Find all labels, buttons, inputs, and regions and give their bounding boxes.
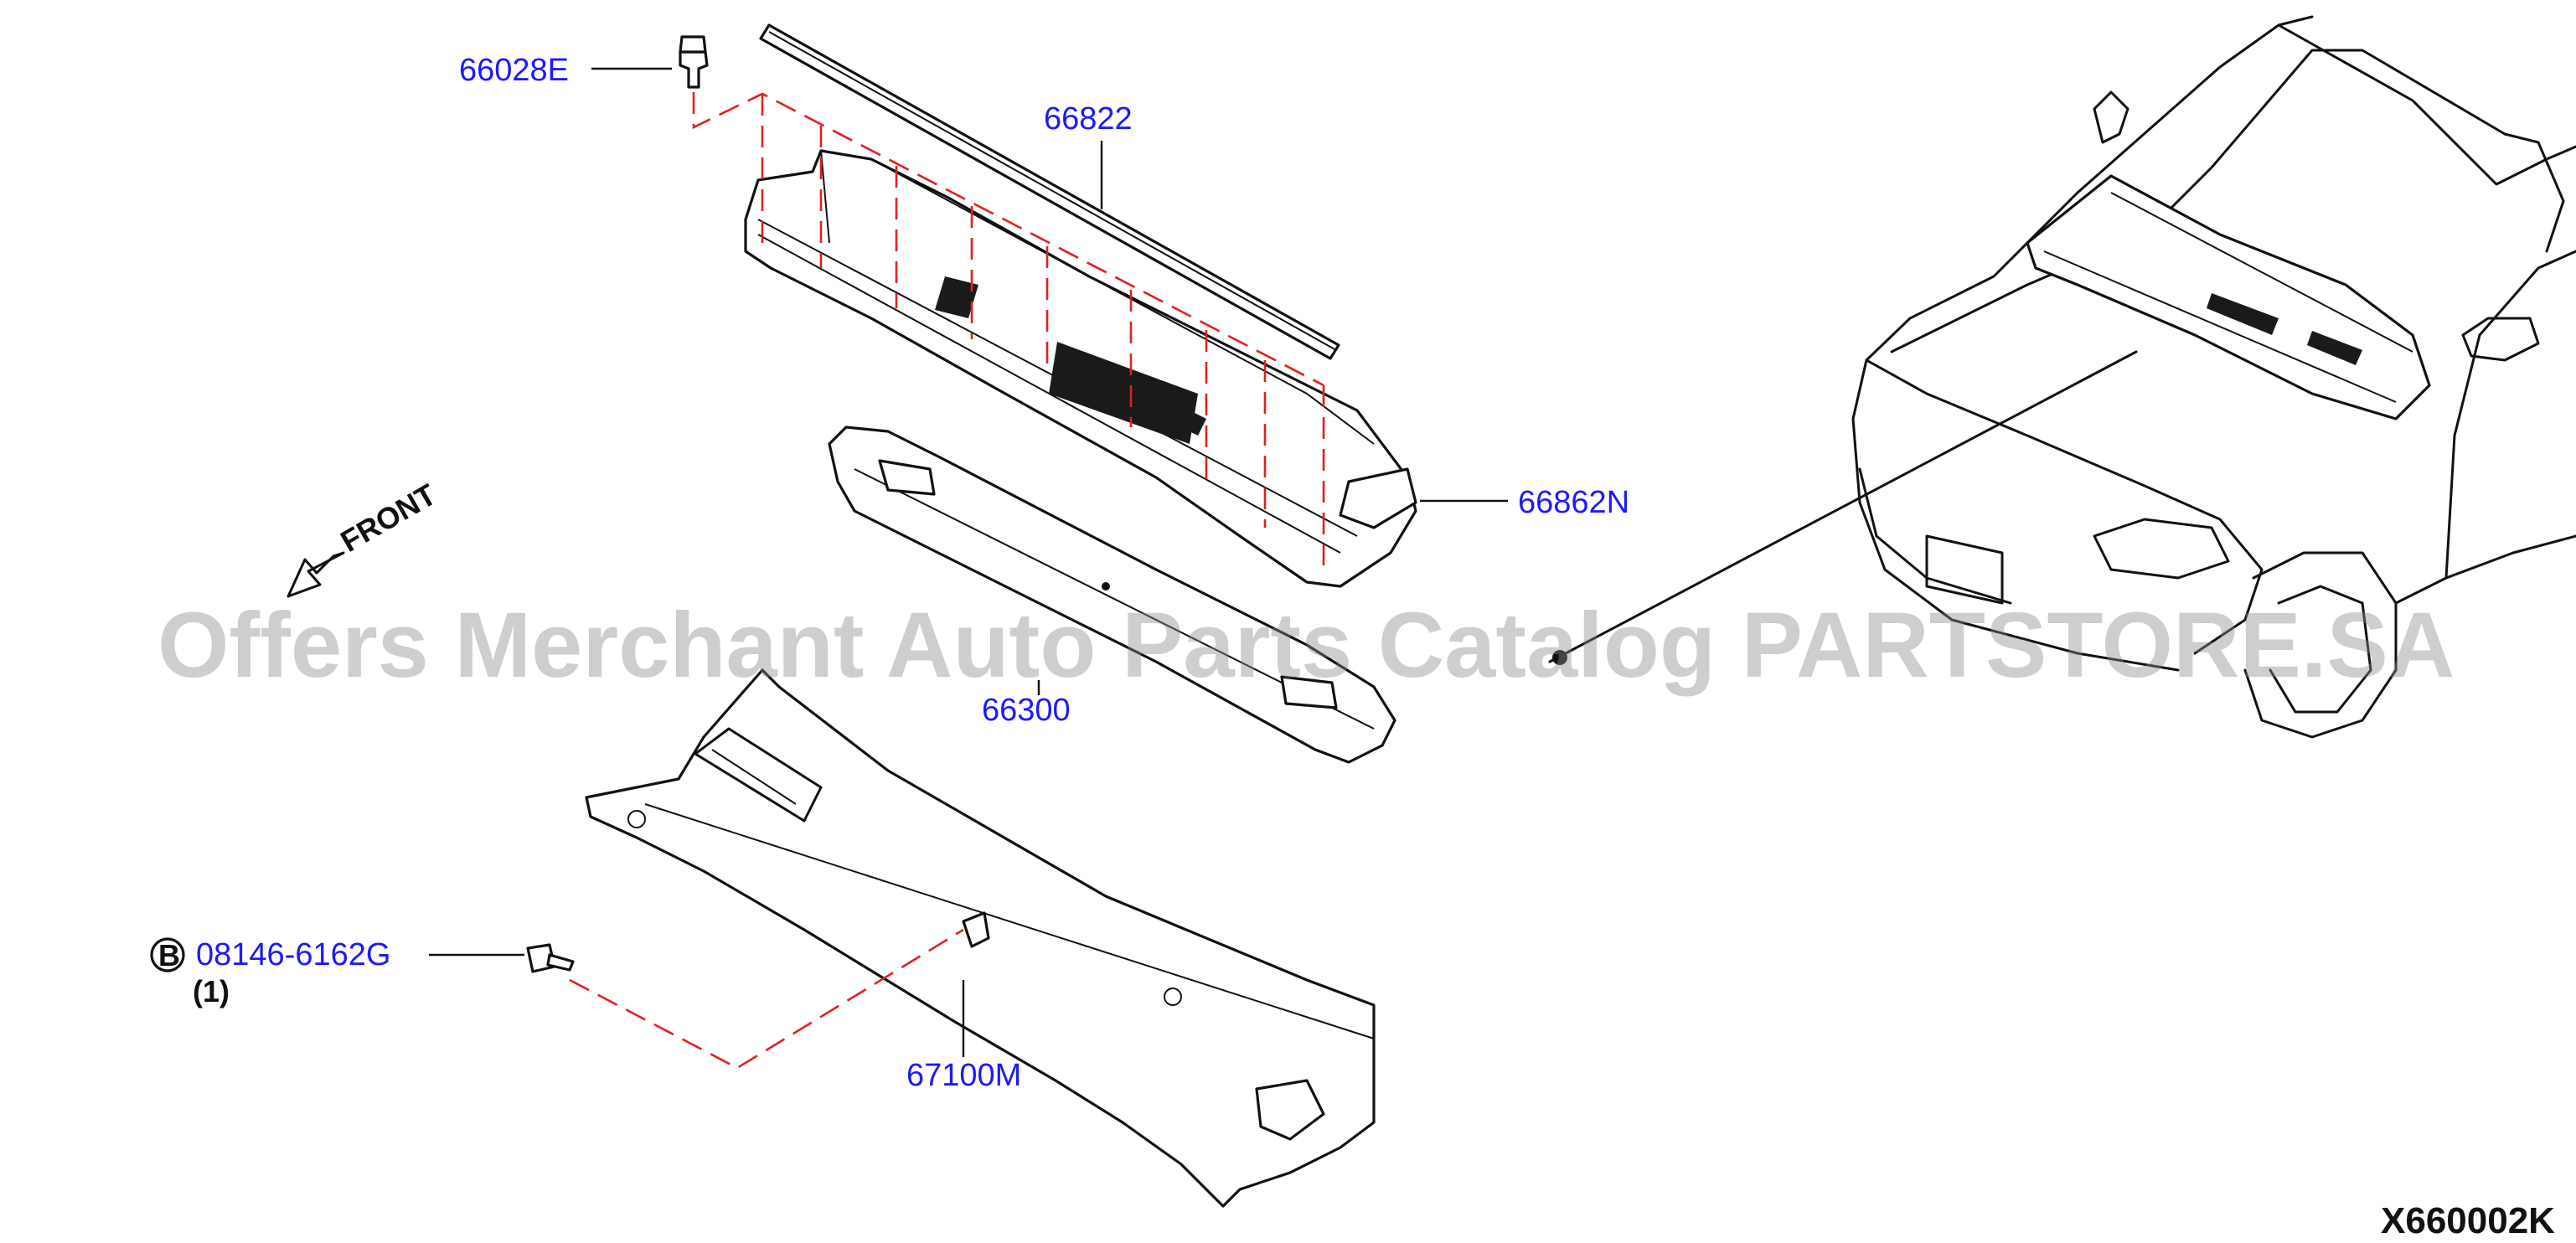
- label-08146-6162g: 08146-6162G: [196, 937, 390, 972]
- bolt-08146-6162g: [526, 943, 575, 973]
- watermark-text: Offers Merchant Auto Parts Catalog PARTS…: [157, 594, 2455, 697]
- label-67100m: 67100M: [906, 1058, 1021, 1093]
- front-arrow-indicator: FRONT: [287, 477, 442, 598]
- clip-66028e: [679, 35, 709, 89]
- vehicle-locator: [1851, 15, 2576, 739]
- locator-pointer: [1548, 350, 2138, 663]
- seal-strip-66822: [759, 23, 1340, 360]
- label-66028e: 66028E: [459, 53, 569, 88]
- label-66300: 66300: [982, 693, 1071, 728]
- bolt-badge: B: [150, 937, 185, 972]
- front-label: FRONT: [335, 477, 442, 559]
- locator-pointer-dot: [1552, 650, 1567, 665]
- diagram-code: X660002K: [2381, 1200, 2555, 1241]
- cowl-support-66300: [828, 426, 1396, 764]
- dash-panel-67100m: [585, 668, 1376, 1208]
- label-66862n: 66862N: [1518, 485, 1629, 520]
- cowl-top-66862n: [744, 149, 1417, 588]
- leader-lines: [429, 67, 1508, 1057]
- label-66822: 66822: [1044, 101, 1133, 137]
- install-dash-lines: [569, 92, 1325, 1070]
- bolt-quantity: (1): [193, 974, 230, 1008]
- svg-text:B: B: [158, 938, 180, 972]
